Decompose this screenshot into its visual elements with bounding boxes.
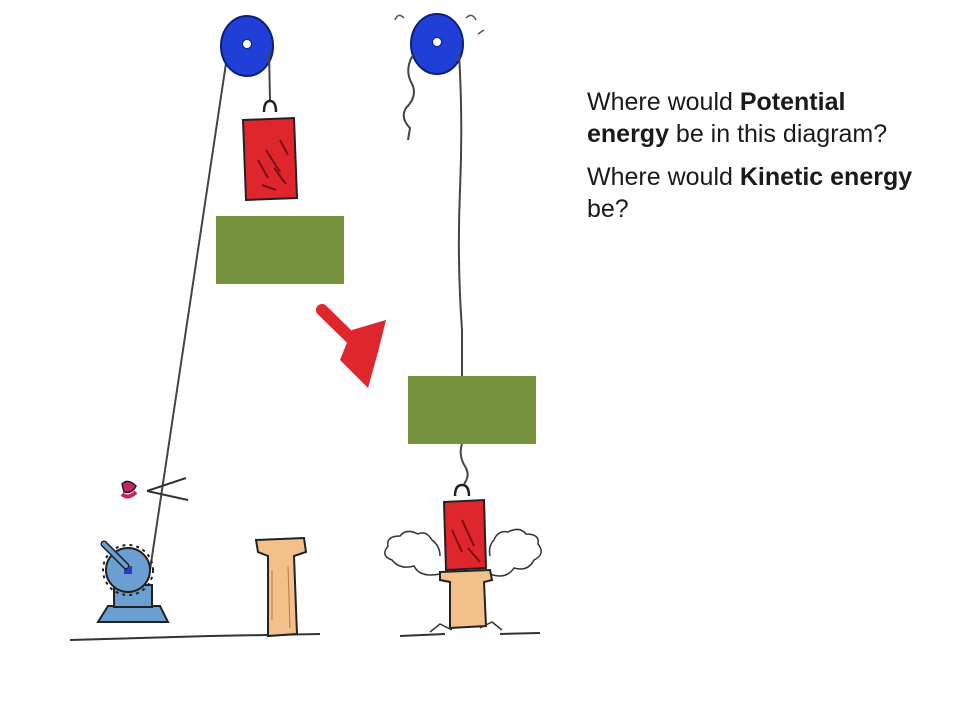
motion-lines-pulley xyxy=(394,14,485,35)
ground-line-right xyxy=(399,632,541,637)
question-potential: Where would Potential energy be in this … xyxy=(587,88,888,148)
rope-right-lower xyxy=(459,443,469,485)
label-box-top xyxy=(216,216,344,284)
scissors-icon xyxy=(120,477,189,501)
hook-left xyxy=(262,99,278,113)
post-left xyxy=(254,536,308,638)
question-text: Where would Potential energy be in this … xyxy=(587,86,917,236)
impact-puffs xyxy=(384,528,542,577)
pulley-left xyxy=(220,15,274,77)
rope-left-hanging xyxy=(268,51,271,101)
rope-left-taut xyxy=(149,49,229,571)
weight-raised xyxy=(241,116,299,202)
rope-right-hanging xyxy=(457,53,463,378)
winch-icon xyxy=(96,540,170,623)
arrow-icon xyxy=(316,304,386,388)
potential-energy-term: Potential energy xyxy=(587,88,846,148)
question-kinetic: Where would Kinetic energy be? xyxy=(587,163,913,223)
kinetic-energy-term: Kinetic energy xyxy=(739,163,913,191)
hook-right xyxy=(453,483,471,497)
rope-right-loose xyxy=(402,54,415,141)
label-box-bottom xyxy=(408,376,536,444)
pulley-right xyxy=(410,13,464,75)
post-right xyxy=(429,568,503,633)
weight-fallen xyxy=(442,498,488,572)
